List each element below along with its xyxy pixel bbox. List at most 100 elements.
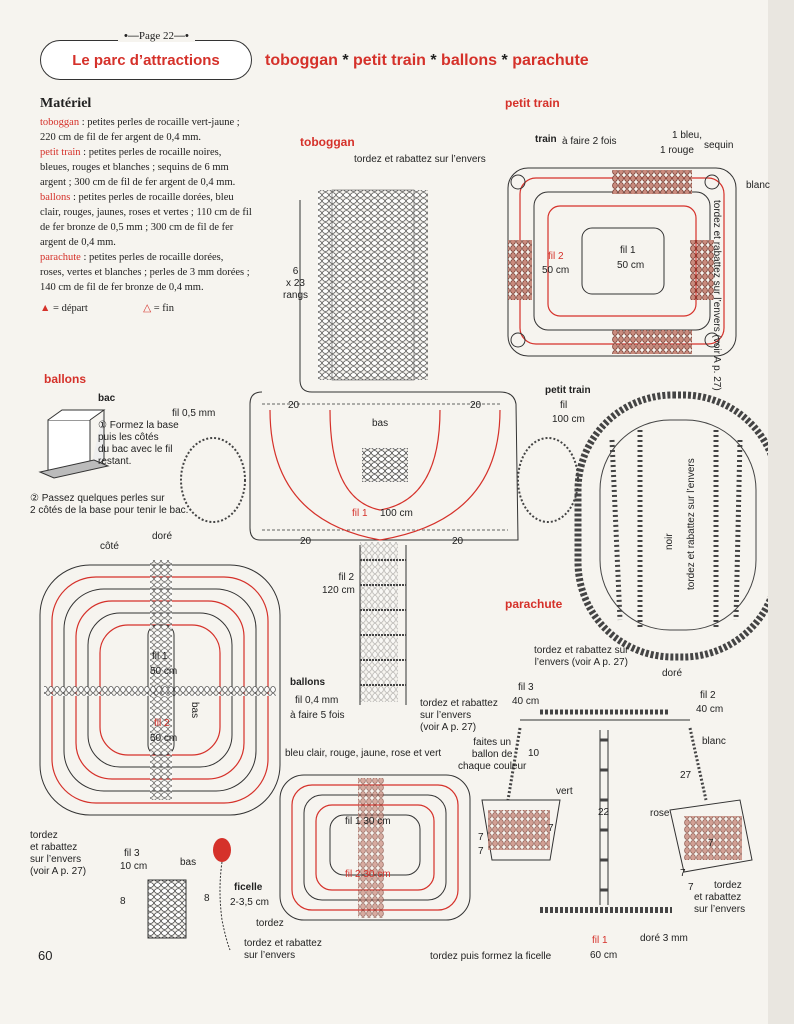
step-line: ① Formez la base — [98, 420, 179, 431]
bac-label: bac — [98, 393, 116, 404]
ballons-eight-r: 8 — [204, 893, 210, 904]
subtitle: toboggan * petit train * ballons * parac… — [265, 52, 589, 70]
toboggan-diagram — [180, 189, 579, 705]
pt-fil: fil — [560, 400, 568, 411]
tordez-line: tordez et rabattez — [420, 698, 498, 709]
page-label: •—Page 22—• — [118, 30, 195, 42]
tordez-line: et rabattez — [30, 842, 78, 853]
materiel-text: argent ; 300 cm de fil de fer argent de … — [40, 177, 236, 188]
ballons-fil3-len: 10 cm — [120, 861, 148, 872]
materiel-text: : petites perles de rocaille dorées, ble… — [70, 192, 234, 203]
train-side-note: tordez et rabattez sur l’envers (voir A … — [711, 200, 722, 391]
train-blanc: blanc — [746, 180, 770, 191]
parachute-heading: parachute — [505, 597, 563, 611]
parachute-vert: vert — [556, 786, 573, 797]
faites-line: ballon de — [471, 749, 513, 760]
materiel-text: argent de 0,4 mm. — [40, 237, 116, 248]
ballons-ficelle: ficelle — [234, 882, 263, 893]
toboggan-tordez2: tordez et rabattez sur l’envers (voir A … — [420, 698, 498, 734]
bac-icon — [38, 409, 110, 479]
tordez-line: (voir A p. 27) — [30, 866, 87, 877]
parachute-fil3: fil 3 — [518, 682, 534, 693]
parachute-ten: 10 — [528, 748, 540, 759]
bas-grid — [147, 879, 187, 939]
ballons-tordez: tordez — [256, 918, 284, 929]
materiel-text: bleues, rouges et blanches ; sequins de … — [40, 162, 229, 173]
tordez-line: tordez — [30, 830, 58, 841]
tordez-line: l’envers (voir A p. 27) — [534, 657, 628, 668]
bac-step1: ① Formez la base puis les côtés du bac a… — [98, 420, 179, 468]
tordez-line: tordez et rabattez — [244, 938, 322, 949]
materiel-text: 220 cm de fil de fer argent de 0,4 mm. — [40, 132, 202, 143]
toboggan-20-br: 20 — [452, 536, 464, 547]
train-bleu: 1 bleu, — [672, 130, 703, 141]
ballons-colors: bleu clair, rouge, jaune, rose et vert — [285, 748, 442, 759]
subtitle-petit-train: petit train — [353, 52, 426, 69]
ballons-fil2-len: 50 cm — [150, 733, 178, 744]
ballons-b2-fil: fil 0,4 mm — [295, 695, 339, 706]
materiel-item: ballons : petites perles de rocaille dor… — [40, 190, 270, 205]
parachute-blanc: blanc — [702, 736, 726, 747]
parachute-seven-b: 7 — [478, 846, 484, 857]
parachute-seven-e: 7 — [680, 868, 686, 879]
ballons-ficelle-len: 2-3,5 cm — [230, 897, 269, 908]
parachute-fil2-len: 40 cm — [696, 704, 724, 715]
toboggan-fil1-len: 100 cm — [380, 508, 413, 519]
train-rouge: 1 rouge — [660, 145, 694, 156]
parachute-dore3: doré 3 mm — [640, 933, 688, 944]
materiel-text: roses, vertes et blanches ; perles de 3 … — [40, 267, 250, 278]
page-label-text: Page 22 — [138, 30, 174, 42]
train-fil2-len: 50 cm — [542, 265, 570, 276]
tordez-line: (voir A p. 27) — [420, 722, 477, 733]
train-sequin: sequin — [704, 140, 734, 151]
petit-train-heading: petit train — [505, 96, 560, 110]
bac-step2: ② Passez quelques perles sur 2 côtés de … — [30, 493, 188, 517]
materiel-item: toboggan : petites perles de rocaille ve… — [40, 115, 270, 130]
ballons-dore: doré — [152, 531, 173, 542]
ballons-small-diagram — [279, 774, 471, 921]
balloon-icon — [213, 838, 231, 951]
ballons-fil2: fil 2 — [154, 718, 170, 729]
parachute-diagram — [481, 709, 753, 913]
ballons-fil2b: fil 2 30 cm — [345, 869, 391, 880]
ballons-square-diagram — [39, 560, 281, 816]
toboggan-bas: bas — [372, 418, 389, 429]
materiel-item: petit train : petites perles de rocaille… — [40, 145, 270, 160]
materiel-text: : petites perles de rocaille dorées, — [80, 252, 224, 263]
page-label-dot-right: —• — [174, 30, 189, 42]
fin-triangle-icon: △ — [143, 303, 152, 314]
subtitle-parachute: parachute — [512, 52, 589, 69]
page-title: Le parc d’attractions — [72, 51, 220, 69]
train-fil1: fil 1 — [620, 245, 636, 256]
toboggan-20-tl: 20 — [288, 400, 300, 411]
ballons-fil1-len: 50 cm — [150, 666, 178, 677]
ballons-fil1b: fil 1 30 cm — [345, 816, 391, 827]
faites-line: faites un — [473, 737, 512, 748]
faites-line: chaque couleur — [458, 761, 527, 772]
petit-train-diagram — [507, 167, 737, 357]
depart-triangle-icon: ▲ — [40, 303, 51, 314]
parachute-22: 22 — [598, 807, 610, 818]
subtitle-sep-2: * — [430, 52, 437, 69]
materiel-key: petit train — [40, 147, 81, 158]
materiel-item: parachute : petites perles de rocaille d… — [40, 250, 270, 265]
tordez-line: tordez et rabattez sur — [534, 645, 629, 656]
parachute-fil1: fil 1 — [592, 935, 608, 946]
ballons-tordez-rab: tordez et rabattez sur l’envers — [244, 938, 322, 962]
pt-noir: noir — [664, 533, 675, 550]
ballons-tordez-puis: tordez puis formez la ficelle — [430, 951, 552, 962]
step-line: 2 côtés de la base pour tenir le bac. — [30, 505, 189, 516]
ballons-bas: bas — [189, 702, 200, 719]
ballons-faites: faites un ballon de chaque couleur — [458, 737, 526, 773]
parachute-seven-c: 7 — [548, 823, 554, 834]
ballons-b2-title: ballons — [290, 677, 326, 688]
tordez-line: sur l’envers — [30, 854, 82, 865]
step-line: ② Passez quelques perles sur — [30, 493, 165, 504]
materiel-text: : petites perles de rocaille noires, — [80, 147, 222, 158]
materiel-text: de fer bronze de 0,5 mm ; 300 cm de fil … — [40, 222, 234, 233]
tordez-line: sur l’envers — [694, 904, 746, 915]
ballons-heading: ballons — [44, 372, 87, 386]
pt-side-note: tordez et rabattez sur l’envers — [686, 458, 697, 590]
materiel-text: clair, rouges, jaunes, roses et vertes ;… — [40, 207, 252, 218]
